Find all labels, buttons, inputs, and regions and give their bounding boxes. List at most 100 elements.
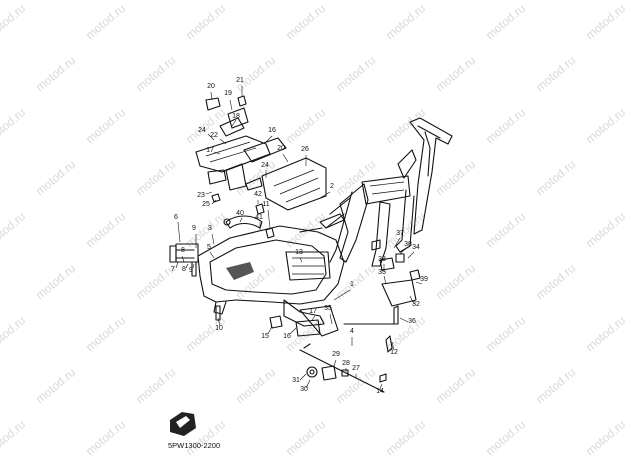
leader-line xyxy=(267,325,273,335)
leader-line xyxy=(407,251,415,259)
watermark-text: motod.ru xyxy=(83,1,128,42)
leader-line xyxy=(311,315,316,321)
leader-line xyxy=(209,251,215,259)
leader-line xyxy=(229,99,233,111)
leader-line xyxy=(211,199,217,205)
watermark-text: motod.ru xyxy=(0,105,28,146)
callout-number: 8 xyxy=(182,266,186,273)
watermark-text: motod.ru xyxy=(433,157,478,198)
watermark-text: motod.ru xyxy=(133,365,178,406)
leader-line xyxy=(299,373,307,381)
callout-number: 17 xyxy=(309,308,317,315)
callout-number: 28 xyxy=(342,360,350,367)
callout-number: 3 xyxy=(208,225,212,232)
watermark-text: motod.ru xyxy=(33,261,78,302)
leader-line xyxy=(181,255,185,263)
callout-number: 27 xyxy=(352,365,360,372)
leader-line xyxy=(207,133,215,141)
callout-number: 37 xyxy=(396,230,404,237)
watermark-text: motod.ru xyxy=(383,417,428,458)
watermark-text: motod.ru xyxy=(83,209,128,250)
watermark-text: motod.ru xyxy=(233,53,278,94)
watermark-text: motod.ru xyxy=(333,157,378,198)
callout-number: 31 xyxy=(292,377,300,384)
leader-line xyxy=(213,151,221,155)
leader-line xyxy=(231,119,237,127)
leader-line xyxy=(239,217,243,223)
watermark-text: motod.ru xyxy=(83,313,128,354)
leader-line xyxy=(289,327,297,335)
leader-line xyxy=(319,191,331,199)
watermark-text: motod.ru xyxy=(0,209,28,250)
leader-line xyxy=(393,237,401,249)
watermark-text: motod.ru xyxy=(383,1,428,42)
watermark-text: motod.ru xyxy=(283,417,328,458)
diagram-code: 5PW1300-2200 xyxy=(168,441,220,450)
callout-number: 16 xyxy=(283,333,291,340)
leader-line xyxy=(305,379,311,389)
callout-number: 7 xyxy=(171,266,175,273)
leader-line xyxy=(210,91,213,101)
callout-number: 21 xyxy=(236,77,244,84)
watermark-text: motod.ru xyxy=(233,365,278,406)
watermark-text: motod.ru xyxy=(283,105,328,146)
watermark-text: motod.ru xyxy=(583,209,625,250)
callout-number: 32 xyxy=(412,301,420,308)
watermark-text: motod.ru xyxy=(433,53,478,94)
callout-number: 13 xyxy=(295,249,303,256)
main-frame-drawing xyxy=(175,213,345,337)
watermark-text: motod.ru xyxy=(533,157,578,198)
watermark-text: motod.ru xyxy=(583,417,625,458)
watermark-text: motod.ru xyxy=(433,261,478,302)
watermark-text: motod.ru xyxy=(483,417,528,458)
leader-line xyxy=(399,247,407,255)
watermark-text: motod.ru xyxy=(133,53,178,94)
leader-line xyxy=(267,209,271,229)
callout-number: 25 xyxy=(202,201,210,208)
leader-line xyxy=(415,281,423,285)
engine-mount-parts-drawing xyxy=(169,227,421,393)
watermark-text: motod.ru xyxy=(83,105,128,146)
leader-line xyxy=(282,153,289,163)
watermark-text: motod.ru xyxy=(0,313,28,354)
watermark-text: motod.ru xyxy=(483,313,528,354)
callout-number: 6 xyxy=(174,214,178,221)
leader-line xyxy=(175,261,179,269)
callout-number: 29 xyxy=(332,351,340,358)
watermark-text: motod.ru xyxy=(583,313,625,354)
leader-line xyxy=(379,383,383,390)
watermark-text: motod.ru xyxy=(33,365,78,406)
watermark-text: motod.ru xyxy=(533,53,578,94)
callout-number: 4 xyxy=(350,328,354,335)
callout-number: 40 xyxy=(236,210,244,217)
watermark-text: motod.ru xyxy=(583,1,625,42)
leader-line xyxy=(329,313,333,325)
front-direction-arrow-icon xyxy=(170,412,196,436)
callout-number: 35 xyxy=(378,269,386,276)
leader-line xyxy=(185,263,189,269)
callout-number: 24 xyxy=(198,127,206,134)
callout-number: 10 xyxy=(215,325,223,332)
leader-line xyxy=(333,359,337,367)
callout-number: 19 xyxy=(224,90,232,97)
callout-number: 2 xyxy=(330,183,334,190)
watermark-text: motod.ru xyxy=(183,313,228,354)
callout-number: 16 xyxy=(268,127,276,134)
leader-line xyxy=(409,295,415,305)
callout-number: 39 xyxy=(420,276,428,283)
leader-line xyxy=(211,233,215,245)
callout-number: 9 xyxy=(189,267,193,274)
leader-line xyxy=(333,289,351,301)
callout-number: 12 xyxy=(390,349,398,356)
watermark-text: motod.ru xyxy=(483,105,528,146)
callout-number: 26 xyxy=(301,146,309,153)
callout-number: 20 xyxy=(277,145,285,152)
leader-line xyxy=(391,341,395,351)
callout-number: 34 xyxy=(412,244,420,251)
callout-number: 11 xyxy=(262,201,269,208)
callout-number: 36 xyxy=(408,318,416,325)
callout-number: 1 xyxy=(350,281,354,288)
callout-number: 42 xyxy=(254,191,262,198)
watermark-text: motod.ru xyxy=(133,157,178,198)
